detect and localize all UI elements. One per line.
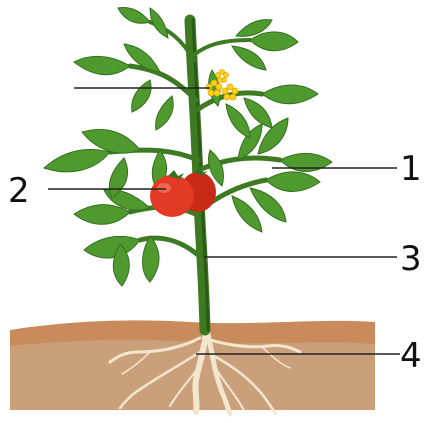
label-4: 4	[400, 336, 422, 376]
soil	[10, 320, 375, 410]
label-1: 1	[400, 149, 422, 189]
leaves-right	[209, 20, 333, 232]
leaves-left	[44, 8, 173, 286]
label-3: 3	[400, 239, 422, 279]
tomato-front	[150, 175, 194, 217]
label-2: 2	[8, 171, 30, 211]
